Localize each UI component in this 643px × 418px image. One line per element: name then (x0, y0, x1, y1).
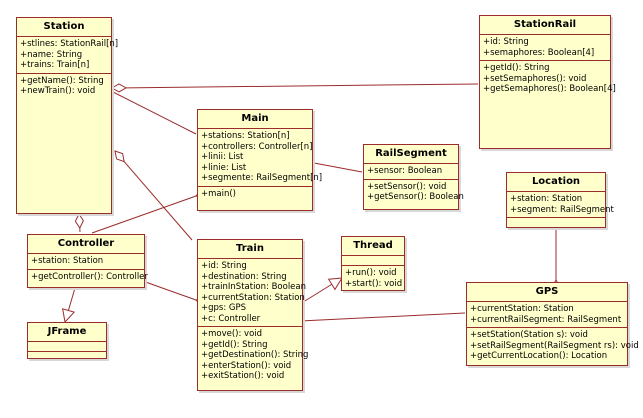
operation-compartment: +getId(): String+setSemaphores(): void+g… (480, 61, 616, 97)
attribute-compartment: +station: Station (28, 254, 144, 270)
attribute: +linii: List (201, 152, 244, 162)
class-stationrail[interactable]: StationRail+id: String+semaphores: Boole… (479, 15, 616, 149)
operation: +getCurrentLocation(): Location (470, 351, 608, 361)
attribute-compartment: +id: String+semaphores: Boolean[4] (480, 35, 610, 61)
attribute-compartment: +stlines: StationRail[n]+name: String+tr… (17, 37, 119, 74)
operation: +getId(): String (483, 63, 550, 73)
attribute-compartment: +stations: Station[n]+controllers: Contr… (198, 129, 323, 187)
operation: +main() (201, 188, 236, 199)
class-jframe[interactable]: JFrame (27, 322, 107, 359)
attribute: +id: String (483, 37, 529, 47)
assoc-main-railsegment (299, 157, 363, 173)
operation-compartment: +move(): void+getId(): String+getDestina… (198, 327, 309, 384)
class-name: Location (507, 173, 605, 192)
operation-compartment: +setSensor(): void+getSensor(): Boolean (364, 180, 464, 205)
class-main[interactable]: Main+stations: Station[n]+controllers: C… (197, 109, 323, 211)
operation: +getName(): String (20, 75, 104, 86)
attribute-compartment: +currentStation: Station+currentRailSegm… (467, 302, 627, 328)
attribute: +segmente: RailSegment[n] (201, 173, 323, 183)
attribute: +sensor: Boolean (367, 166, 443, 176)
attribute: +gps: GPS (201, 303, 247, 313)
class-name: JFrame (28, 323, 106, 342)
class-name: GPS (467, 283, 627, 302)
operation: +enterStation(): void (201, 360, 292, 371)
operation: +getDestination(): String (201, 350, 309, 360)
operation: +exitStation(): void (201, 371, 285, 381)
attribute: +currentRailSegment: RailSegment (470, 314, 622, 325)
class-railsegment[interactable]: RailSegment +sensor: Boolean +setSensor():… (363, 144, 464, 210)
operation: +getController(): Controller (31, 271, 148, 282)
assoc-controller-train (136, 278, 211, 307)
operation: +move(): void (201, 329, 263, 339)
generalization-train-thread (299, 278, 342, 305)
class-name: Train (198, 240, 302, 259)
operation: +setSemaphores(): void (483, 73, 587, 84)
attribute-compartment: +sensor: Boolean (364, 164, 458, 180)
attribute: +stlines: StationRail[n] (20, 39, 119, 49)
attribute: +stations: Station[n] (201, 131, 290, 141)
operation-compartment: +setStation(Station s): void+setRailSegm… (467, 328, 639, 364)
class-thread[interactable]: Thread +run(): void+start(): void (341, 236, 405, 291)
operation: +start(): void (345, 278, 403, 289)
attribute: +trains: Train[n] (20, 60, 90, 70)
attribute: +semaphores: Boolean[4] (483, 47, 595, 58)
class-name: StationRail (480, 16, 610, 35)
class-name: Thread (342, 237, 404, 256)
operation: +setStation(Station s): void (470, 330, 588, 340)
attribute: +name: String (20, 49, 83, 60)
class-gps[interactable]: GPS+currentStation: Station+currentRailS… (466, 282, 639, 366)
assoc-station-stationrail (110, 83, 479, 93)
class-station[interactable]: Station+stlines: StationRail[n]+name: St… (16, 17, 119, 214)
attribute: +trainInStation: Boolean (201, 282, 307, 292)
attribute: +controllers: Controller[n] (201, 141, 313, 152)
operation-compartment (28, 352, 106, 361)
assoc-main-station (99, 84, 197, 135)
assoc-main-controller (91, 189, 211, 234)
operation: +newTrain(): void (20, 86, 96, 96)
attribute: +station: Station (510, 194, 583, 204)
attribute: +currentStation: Station (470, 304, 574, 314)
attribute-compartment: +station: Station+segment: RailSegment (507, 192, 614, 218)
operation: +getSensor(): Boolean (367, 192, 464, 202)
class-name: Controller (28, 235, 144, 254)
operation-compartment: +getName(): String+newTrain(): void (17, 74, 111, 99)
operation-compartment: +run(): void+start(): void (342, 266, 404, 291)
operation: +setRailSegment(RailSegment rs): void (470, 340, 639, 351)
operation-compartment (507, 218, 605, 227)
operation: +setSensor(): void (367, 181, 447, 192)
class-train[interactable]: Train+id: String+destination: String+tra… (197, 239, 309, 391)
attribute: +currentStation: Station (201, 292, 305, 303)
generalization-controller-jframe (65, 287, 76, 322)
class-name: Main (198, 110, 312, 129)
attribute-compartment (28, 342, 106, 352)
operation-compartment: +getController(): Controller (28, 270, 148, 285)
attribute: +linie: List (201, 162, 247, 173)
class-location[interactable]: Location+station: Station+segment: RailS… (506, 172, 614, 228)
attribute-compartment (342, 256, 404, 266)
assoc-station-train (114, 150, 193, 241)
operation: +run(): void (345, 268, 397, 278)
assoc-station-controller (74, 212, 84, 233)
attribute-compartment: +id: String+destination: String+trainInS… (198, 259, 307, 327)
attribute: +id: String (201, 261, 247, 271)
operation-compartment: +main() (198, 187, 312, 202)
operation: +getId(): String (201, 339, 268, 350)
class-controller[interactable]: Controller +station: Station +getControlle… (27, 234, 148, 288)
attribute: +destination: String (201, 271, 287, 282)
attribute: +c: Controller (201, 313, 261, 324)
operation: +getSemaphores(): Boolean[4] (483, 84, 616, 94)
attribute: +station: Station (31, 256, 104, 266)
assoc-gps-train (285, 312, 466, 326)
attribute: +segment: RailSegment (510, 204, 614, 215)
class-name: Station (17, 18, 111, 37)
class-name: RailSegment (364, 145, 458, 164)
